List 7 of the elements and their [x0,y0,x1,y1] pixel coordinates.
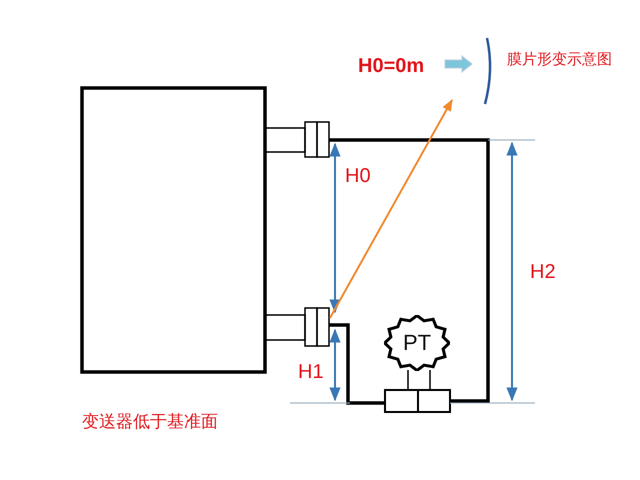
transmitter-symbol: PT [384,315,450,371]
note: H0=0m [358,56,424,76]
note: 变送器低于基准面 [82,414,218,431]
dimension-label: H0 [345,166,371,186]
dimension-label: H2 [530,262,556,282]
dimension-label: H1 [298,362,324,382]
caption: 膜片形变示意图 [507,52,612,67]
